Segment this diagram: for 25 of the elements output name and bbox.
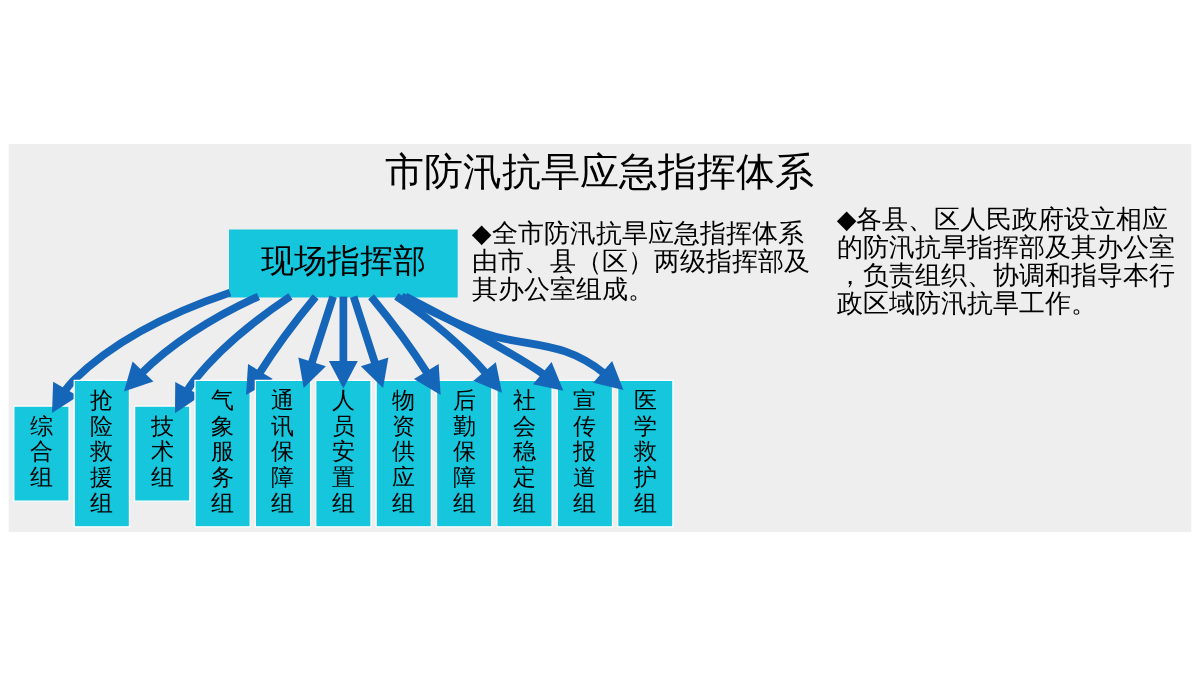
arrow <box>349 294 389 388</box>
arrow <box>328 296 358 388</box>
node-box: 技术组 <box>133 404 191 502</box>
node-box: 宣传报道组 <box>556 379 614 527</box>
node-box: 通讯保障组 <box>254 379 312 527</box>
arrow <box>394 292 503 393</box>
arrow <box>52 288 232 413</box>
node-box: 气象服务组 <box>194 379 251 527</box>
node-box: 后勤保障组 <box>435 379 493 527</box>
arrow <box>123 292 261 391</box>
node-box: 物资供应组 <box>375 379 432 527</box>
node-box: 人员安置组 <box>315 379 372 527</box>
arrow <box>399 292 624 390</box>
label: ◆各县、区人民政府设立相应的防汛抗旱指挥部及其办公室，负责组织、协调和指导本行政区域防汛抗旱工作。 <box>836 203 1175 318</box>
arrow <box>246 293 319 395</box>
node-box: 现场指挥部 <box>229 228 458 298</box>
label: ◆全市防汛抗旱应急指挥体系由市、县（区）两级指挥部及其办公室组成。 <box>471 217 810 304</box>
arrow <box>368 293 441 395</box>
diagram-title: 市防汛抗旱应急指挥体系 <box>385 148 815 194</box>
node-box: 抢险救援组 <box>73 379 131 527</box>
node-box: 医学救护组 <box>617 379 674 527</box>
node-box: 综合组 <box>13 404 70 502</box>
node-box: 社会稳定组 <box>496 379 553 527</box>
arrow <box>298 294 337 388</box>
arrow <box>174 292 293 413</box>
